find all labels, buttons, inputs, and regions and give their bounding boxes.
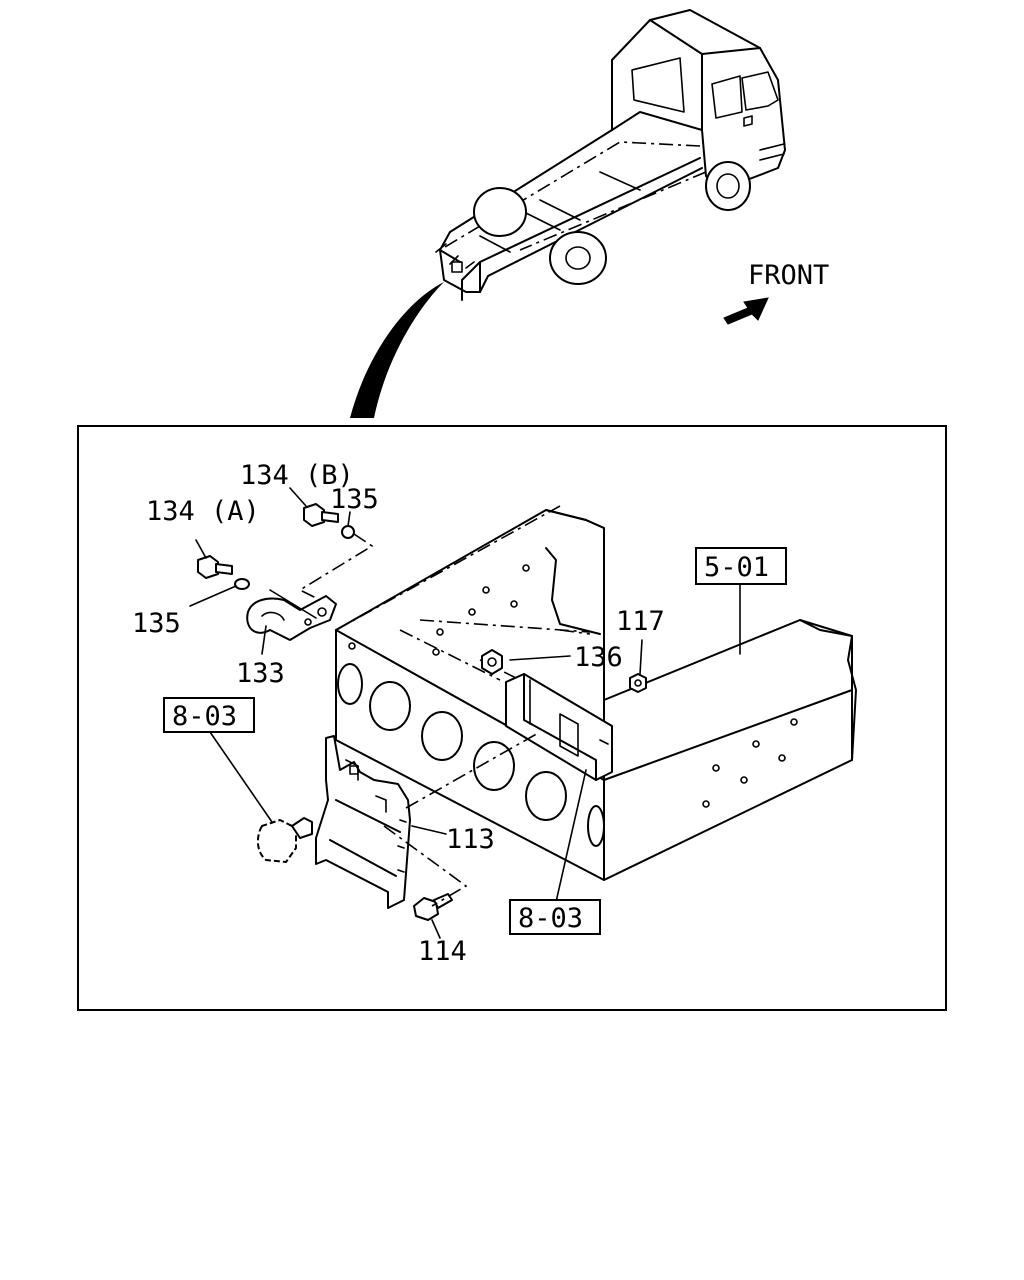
- ref-box-5-01[interactable]: 5-01: [695, 547, 787, 585]
- callout-136: 136: [574, 642, 623, 673]
- screw-114: [413, 893, 453, 921]
- ref-box-8-03-bottom[interactable]: 8-03: [509, 899, 601, 935]
- callout-133: 133: [236, 658, 285, 689]
- tail-lamp: [505, 673, 613, 781]
- washer-135-top: [341, 525, 355, 539]
- front-label: FRONT: [748, 260, 829, 291]
- license-lamp: [256, 817, 313, 863]
- bolt-134b: [303, 503, 339, 527]
- front-arrow-icon: [723, 297, 769, 325]
- leader-lines: [189, 487, 741, 939]
- callout-134b: 134 (B): [240, 460, 354, 491]
- lamp-bracket: [315, 735, 411, 909]
- callout-135-top: 135: [330, 484, 379, 515]
- ref-box-8-03-bottom-label: 8-03: [518, 903, 583, 934]
- ref-box-8-03-left-label: 8-03: [172, 701, 237, 732]
- washer-135-left: [234, 578, 250, 590]
- nut-136: [481, 649, 503, 675]
- callout-117: 117: [616, 606, 665, 637]
- nut-117: [629, 673, 647, 693]
- callout-134a: 134 (A): [146, 496, 260, 527]
- ref-box-5-01-label: 5-01: [704, 552, 769, 583]
- frame-rail-assembly: [335, 505, 857, 881]
- ref-box-8-03-left[interactable]: 8-03: [163, 697, 255, 733]
- detail-frame: [77, 425, 947, 1011]
- callout-135-left: 135: [132, 608, 181, 639]
- front-direction-indicator: FRONT: [723, 260, 829, 325]
- detail-pointer: [350, 282, 444, 418]
- callout-113: 113: [446, 824, 495, 855]
- tow-hook: [246, 589, 337, 641]
- bolt-134a: [197, 555, 233, 579]
- truck-overview: [435, 9, 786, 301]
- callout-114: 114: [418, 936, 467, 967]
